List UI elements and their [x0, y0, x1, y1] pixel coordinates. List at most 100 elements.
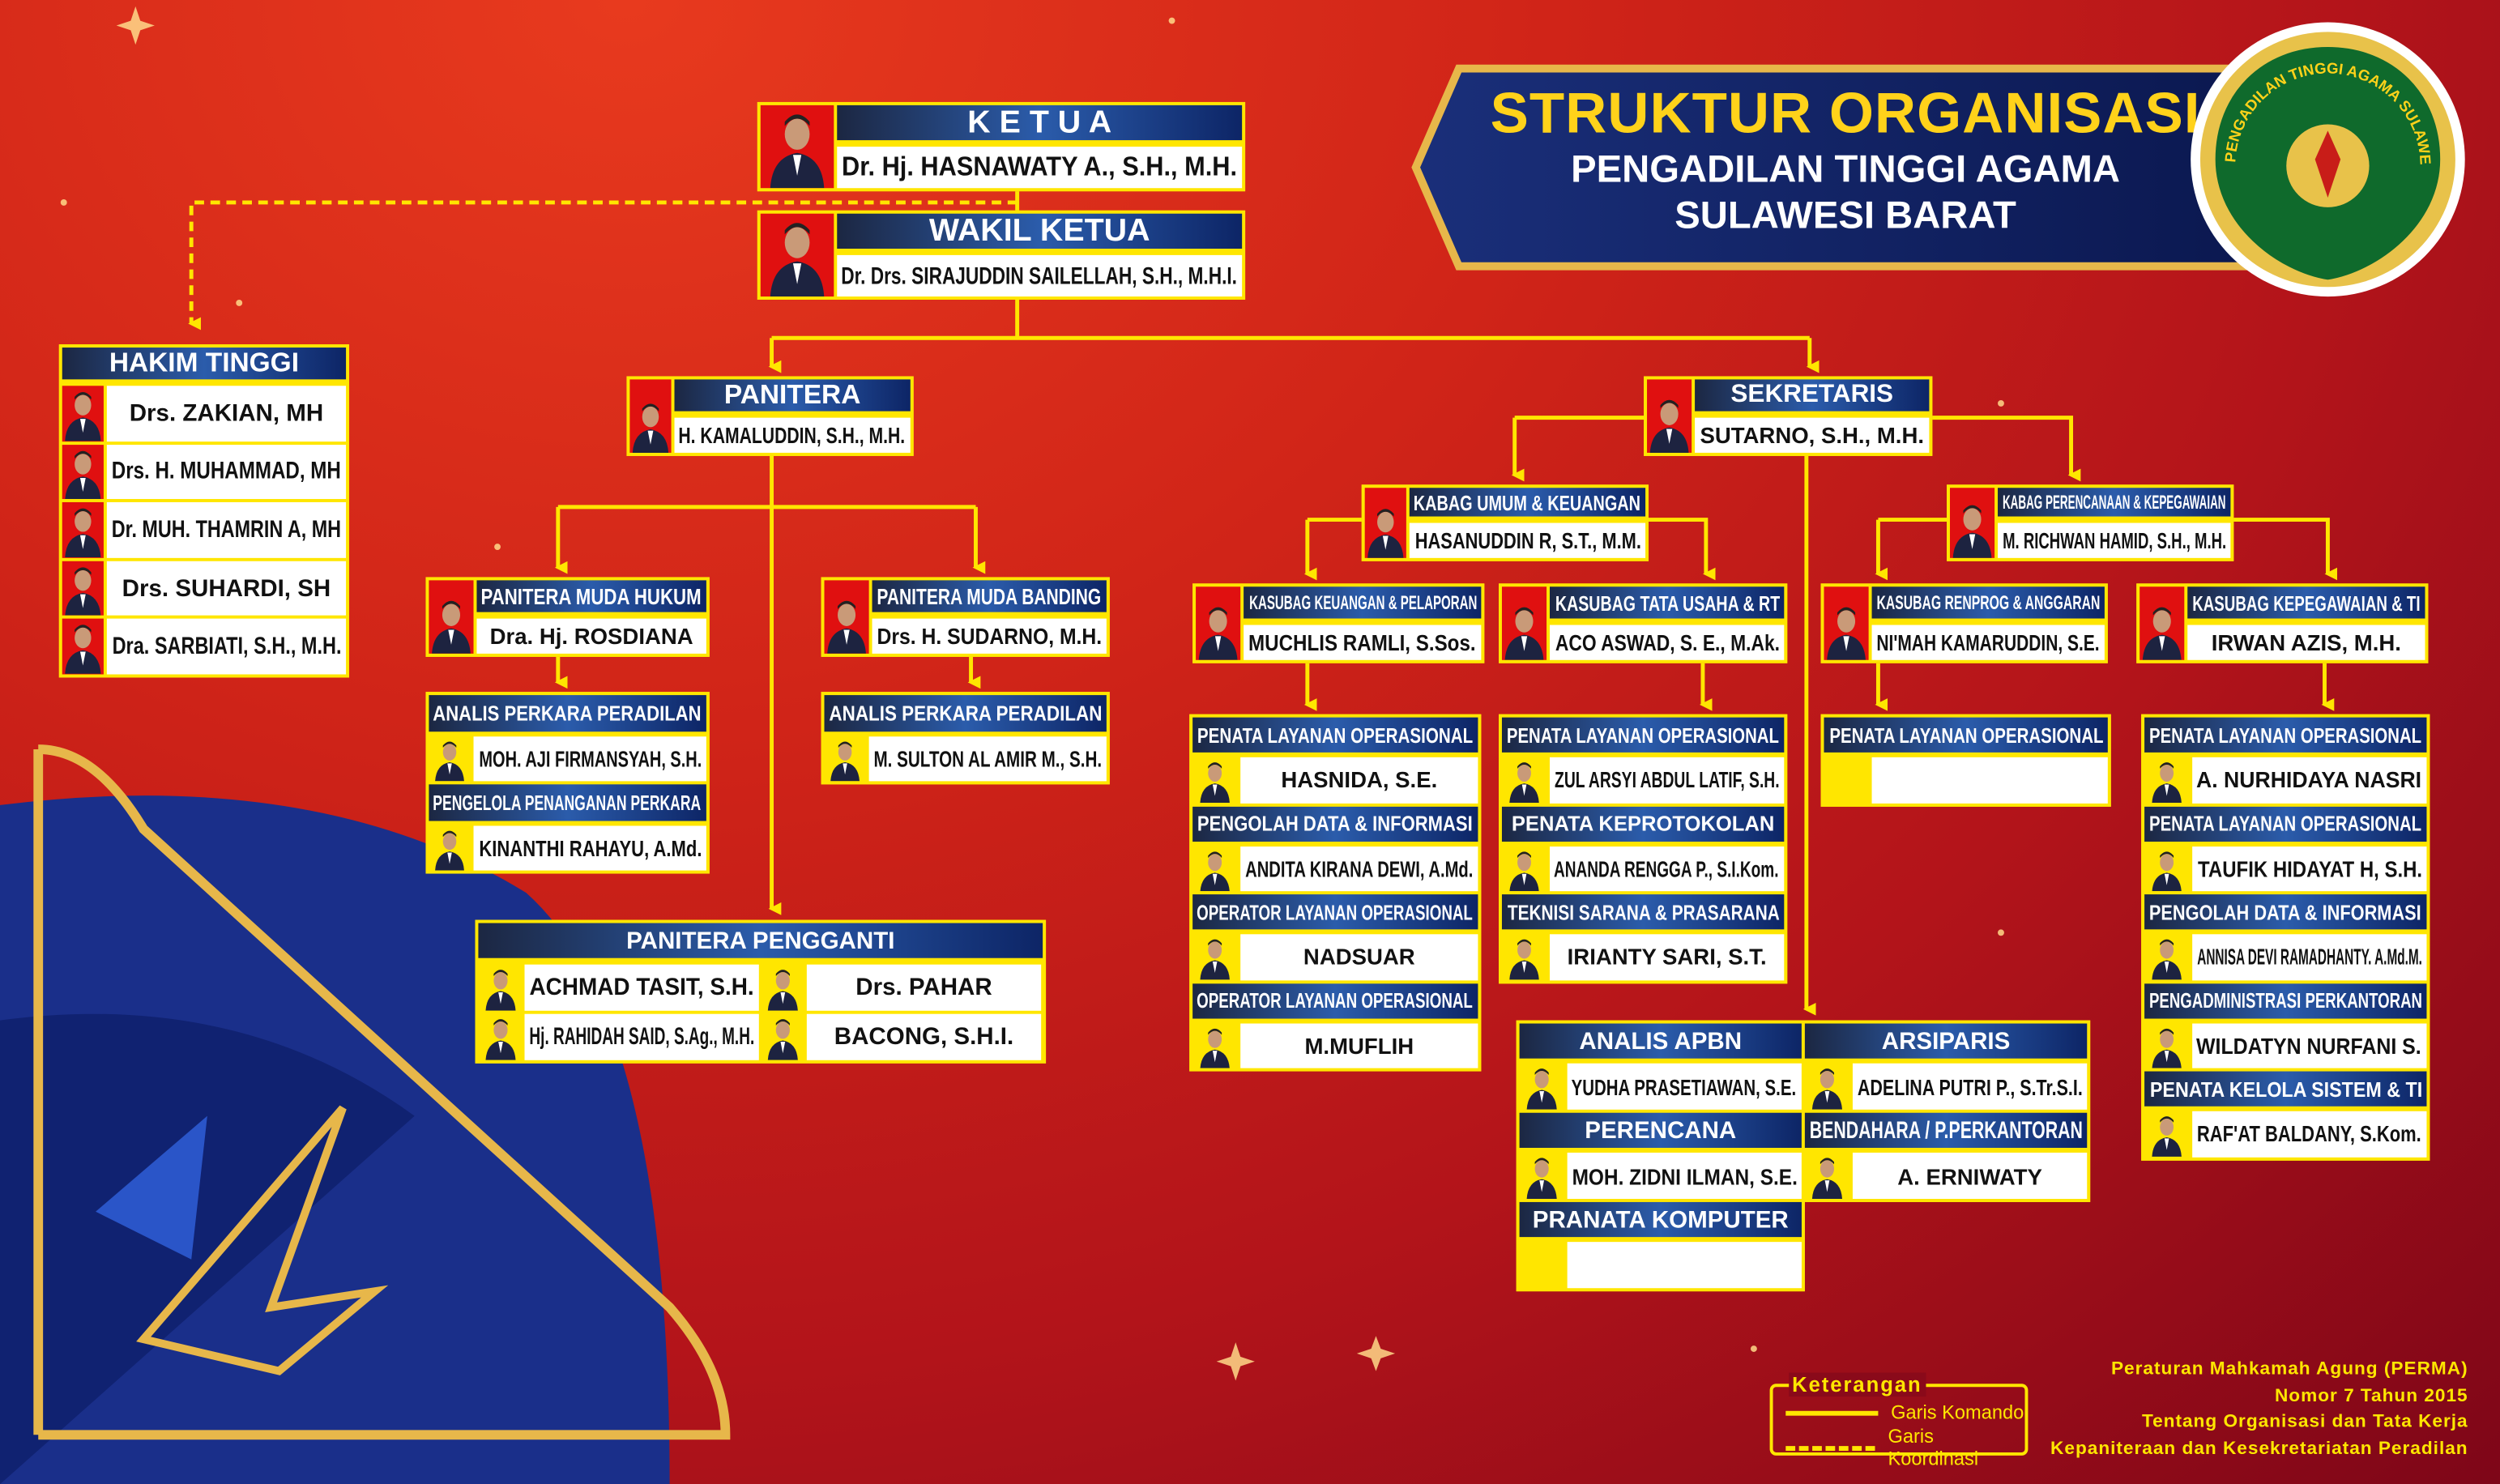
- person-photo: [1501, 586, 1547, 660]
- person-name: IRIANTY SARI, S.T.: [1549, 934, 1785, 980]
- position-title: ANALIS PERKARA PERADILAN: [824, 695, 1107, 736]
- staff-staf-hukum: ANALIS PERKARA PERADILAN MOH. AJI FIRMANS…: [425, 692, 710, 874]
- legend: Keterangan Garis Komando Garis Koordinas…: [1769, 1372, 2029, 1470]
- position-title-text: PENATA LAYANAN OPERASIONAL: [2149, 811, 2422, 836]
- person-name: Dra. SARBIATI, S.H., M.H.: [106, 619, 347, 675]
- person-name-text: H. KAMALUDDIN, S.H., M.H.: [679, 422, 907, 449]
- position-title-text: PENGOLAH DATA & INFORMASI: [2149, 899, 2422, 924]
- position-kasubag-renprog: KASUBAG RENPROG & ANGGARAN NI'MAH KAMARUD…: [1820, 583, 2108, 663]
- person-photo: [1501, 757, 1547, 803]
- person-name-text: M.MUFLIH: [1304, 1032, 1414, 1059]
- person-name: Drs. ZAKIAN, MH: [106, 386, 347, 441]
- person-name-text: Drs. PAHAR: [855, 974, 992, 1001]
- position-title: BENDAHARA / P.PERKANTORAN: [1804, 1112, 2088, 1151]
- person-name: ANNISA DEVI RAMADHANTY. A.Md.M.: [2192, 934, 2427, 980]
- person-photo: [478, 964, 523, 1011]
- person-photo: [62, 444, 104, 500]
- person-name-text: ADELINA PUTRI P., S.Tr.S.I.: [1857, 1073, 2083, 1100]
- person-name-text: ANANDA RENGGA P., S.I.Kom.: [1554, 855, 1780, 881]
- position-title: KABAG PERENCANAAN & KEPEGAWAIAN: [1998, 488, 2231, 520]
- title-banner: [1411, 64, 2252, 271]
- command-line: [2233, 518, 2338, 581]
- position-title: PANITERA PENGGANTI: [478, 923, 1043, 962]
- person-photo: [760, 104, 834, 189]
- person-photo: [760, 1013, 805, 1060]
- person-name: IRWAN AZIS, M.H.: [2187, 625, 2425, 660]
- position-title: PENATA LAYANAN OPERASIONAL: [1824, 717, 2108, 756]
- person-photo: [1519, 1242, 1564, 1289]
- person-name: RAF'AT BALDANY, S.Kom.: [2192, 1111, 2427, 1157]
- person-name: TAUFIK HIDAYAT H, S.H.: [2192, 846, 2427, 892]
- person-name: ADELINA PUTRI P., S.Tr.S.I.: [1852, 1063, 2088, 1110]
- person-name-text: ACO ASWAD, S. E., M.Ak.: [1555, 629, 1780, 655]
- subtitle-region: SULAWESI BARAT: [1674, 194, 2016, 238]
- person-photo: [429, 736, 471, 782]
- position-title: PERENCANA: [1519, 1112, 1802, 1151]
- position-title: ANALIS PERKARA PERADILAN: [429, 695, 706, 736]
- position-title: PENATA KELOLA SISTEM & TI: [2144, 1071, 2427, 1110]
- person-name: [1871, 757, 2108, 803]
- position-title-text: PERENCANA: [1585, 1116, 1737, 1145]
- position-title: ARSIPARIS: [1804, 1023, 2088, 1062]
- person-name: Dr. MUH. THAMRIN A, MH: [106, 502, 347, 558]
- position-title-text: TEKNISI SARANA & PRASARANA: [1507, 899, 1780, 924]
- position-title-text: KABAG PERENCANAAN & KEPEGAWAIAN: [2002, 491, 2226, 514]
- person-photo: [1519, 1063, 1564, 1110]
- person-name-text: ANNISA DEVI RAMADHANTY. A.Md.M.: [2196, 944, 2422, 970]
- person-photo: [478, 1013, 523, 1060]
- position-title-text: PENGELOLA PENANGANAN PERKARA: [433, 791, 702, 815]
- position-title: PENGADMINISTRASI PERKANTORAN: [2144, 983, 2427, 1021]
- person-name-text: ANDITA KIRANA DEWI, A.Md.: [1245, 855, 1474, 881]
- person-name: NADSUAR: [1240, 934, 1478, 980]
- person-name-text: HASANUDDIN R, S.T., M.M.: [1414, 527, 1641, 553]
- position-title-text: PENATA LAYANAN OPERASIONAL: [1197, 723, 1474, 748]
- position-title-text: KASUBAG RENPROG & ANGGARAN: [1876, 591, 2101, 614]
- position-title: PENGELOLA PENANGANAN PERKARA: [429, 784, 706, 825]
- position-kabag-umum: KABAG UMUM & KEUANGAN HASANUDDIN R, S.T.,…: [1361, 484, 1649, 561]
- position-title: WAKIL KETUA: [837, 213, 1243, 252]
- position-title-text: OPERATOR LAYANAN OPERASIONAL: [1197, 988, 1474, 1013]
- person-name-text: MOH. AJI FIRMANSYAH, S.H.: [478, 746, 702, 772]
- person-name-text: Hj. RAHIDAH SAID, S.Ag., M.H.: [529, 1023, 755, 1051]
- legend-command-label: Garis Komando: [1891, 1401, 2024, 1424]
- position-title-text: BENDAHARA / P.PERKANTORAN: [1809, 1116, 2083, 1145]
- person-name: WILDATYN NURFANI S.: [2192, 1022, 2427, 1068]
- person-photo: [1192, 757, 1238, 803]
- person-name-text: MUCHLIS RAMLI, S.Sos.: [1248, 629, 1477, 655]
- person-photo: [1804, 1152, 1849, 1200]
- position-title: PENGOLAH DATA & INFORMASI: [1192, 805, 1478, 845]
- regulation-line: Peraturan Mahkamah Agung (PERMA): [2110, 1359, 2468, 1380]
- position-title-text: PENGOLAH DATA & INFORMASI: [1197, 811, 1474, 836]
- person-name-text: ZUL ARSYI ABDUL LATIF, S.H.: [1554, 767, 1780, 793]
- page-title: STRUKTUR ORGANISASI: [1490, 79, 2201, 146]
- person-name-text: Dr. Drs. SIRAJUDDIN SAILELLAH, S.H., M.H…: [841, 262, 1238, 290]
- position-title-text: PRANATA KOMPUTER: [1532, 1205, 1789, 1234]
- person-name-text: SUTARNO, S.H., M.H.: [1700, 422, 1925, 449]
- position-title-text: PENATA KEPROTOKOLAN: [1511, 811, 1775, 836]
- person-photo: [1501, 846, 1547, 892]
- position-title: SEKRETARIS: [1695, 379, 1930, 415]
- person-name: M. SULTON AL AMIR M., S.H.: [868, 736, 1107, 782]
- position-sekretaris: SEKRETARIS SUTARNO, S.H., M.H.: [1644, 376, 1933, 456]
- regulation-line: Nomor 7 Tahun 2015: [2274, 1386, 2468, 1405]
- person-name: ACHMAD TASIT, S.H.: [524, 964, 759, 1011]
- person-name-text: NI'MAH KAMARUDDIN, S.E.: [1876, 629, 2100, 655]
- person-photo: [62, 561, 104, 616]
- position-title: KABAG UMUM & KEUANGAN: [1409, 488, 1646, 520]
- person-name: SUTARNO, S.H., M.H.: [1695, 417, 1930, 453]
- position-title-text: OPERATOR LAYANAN OPERASIONAL: [1197, 899, 1474, 924]
- person-photo: [62, 502, 104, 558]
- position-title: KASUBAG KEPEGAWAIAN & TI: [2187, 586, 2425, 622]
- position-title-text: SEKRETARIS: [1730, 381, 1894, 408]
- person-photo: [1192, 934, 1238, 980]
- person-name-text: Dr. MUH. THAMRIN A, MH: [111, 516, 342, 544]
- person-name: Dr. Hj. HASNAWATY A., S.H., M.H.: [837, 147, 1243, 189]
